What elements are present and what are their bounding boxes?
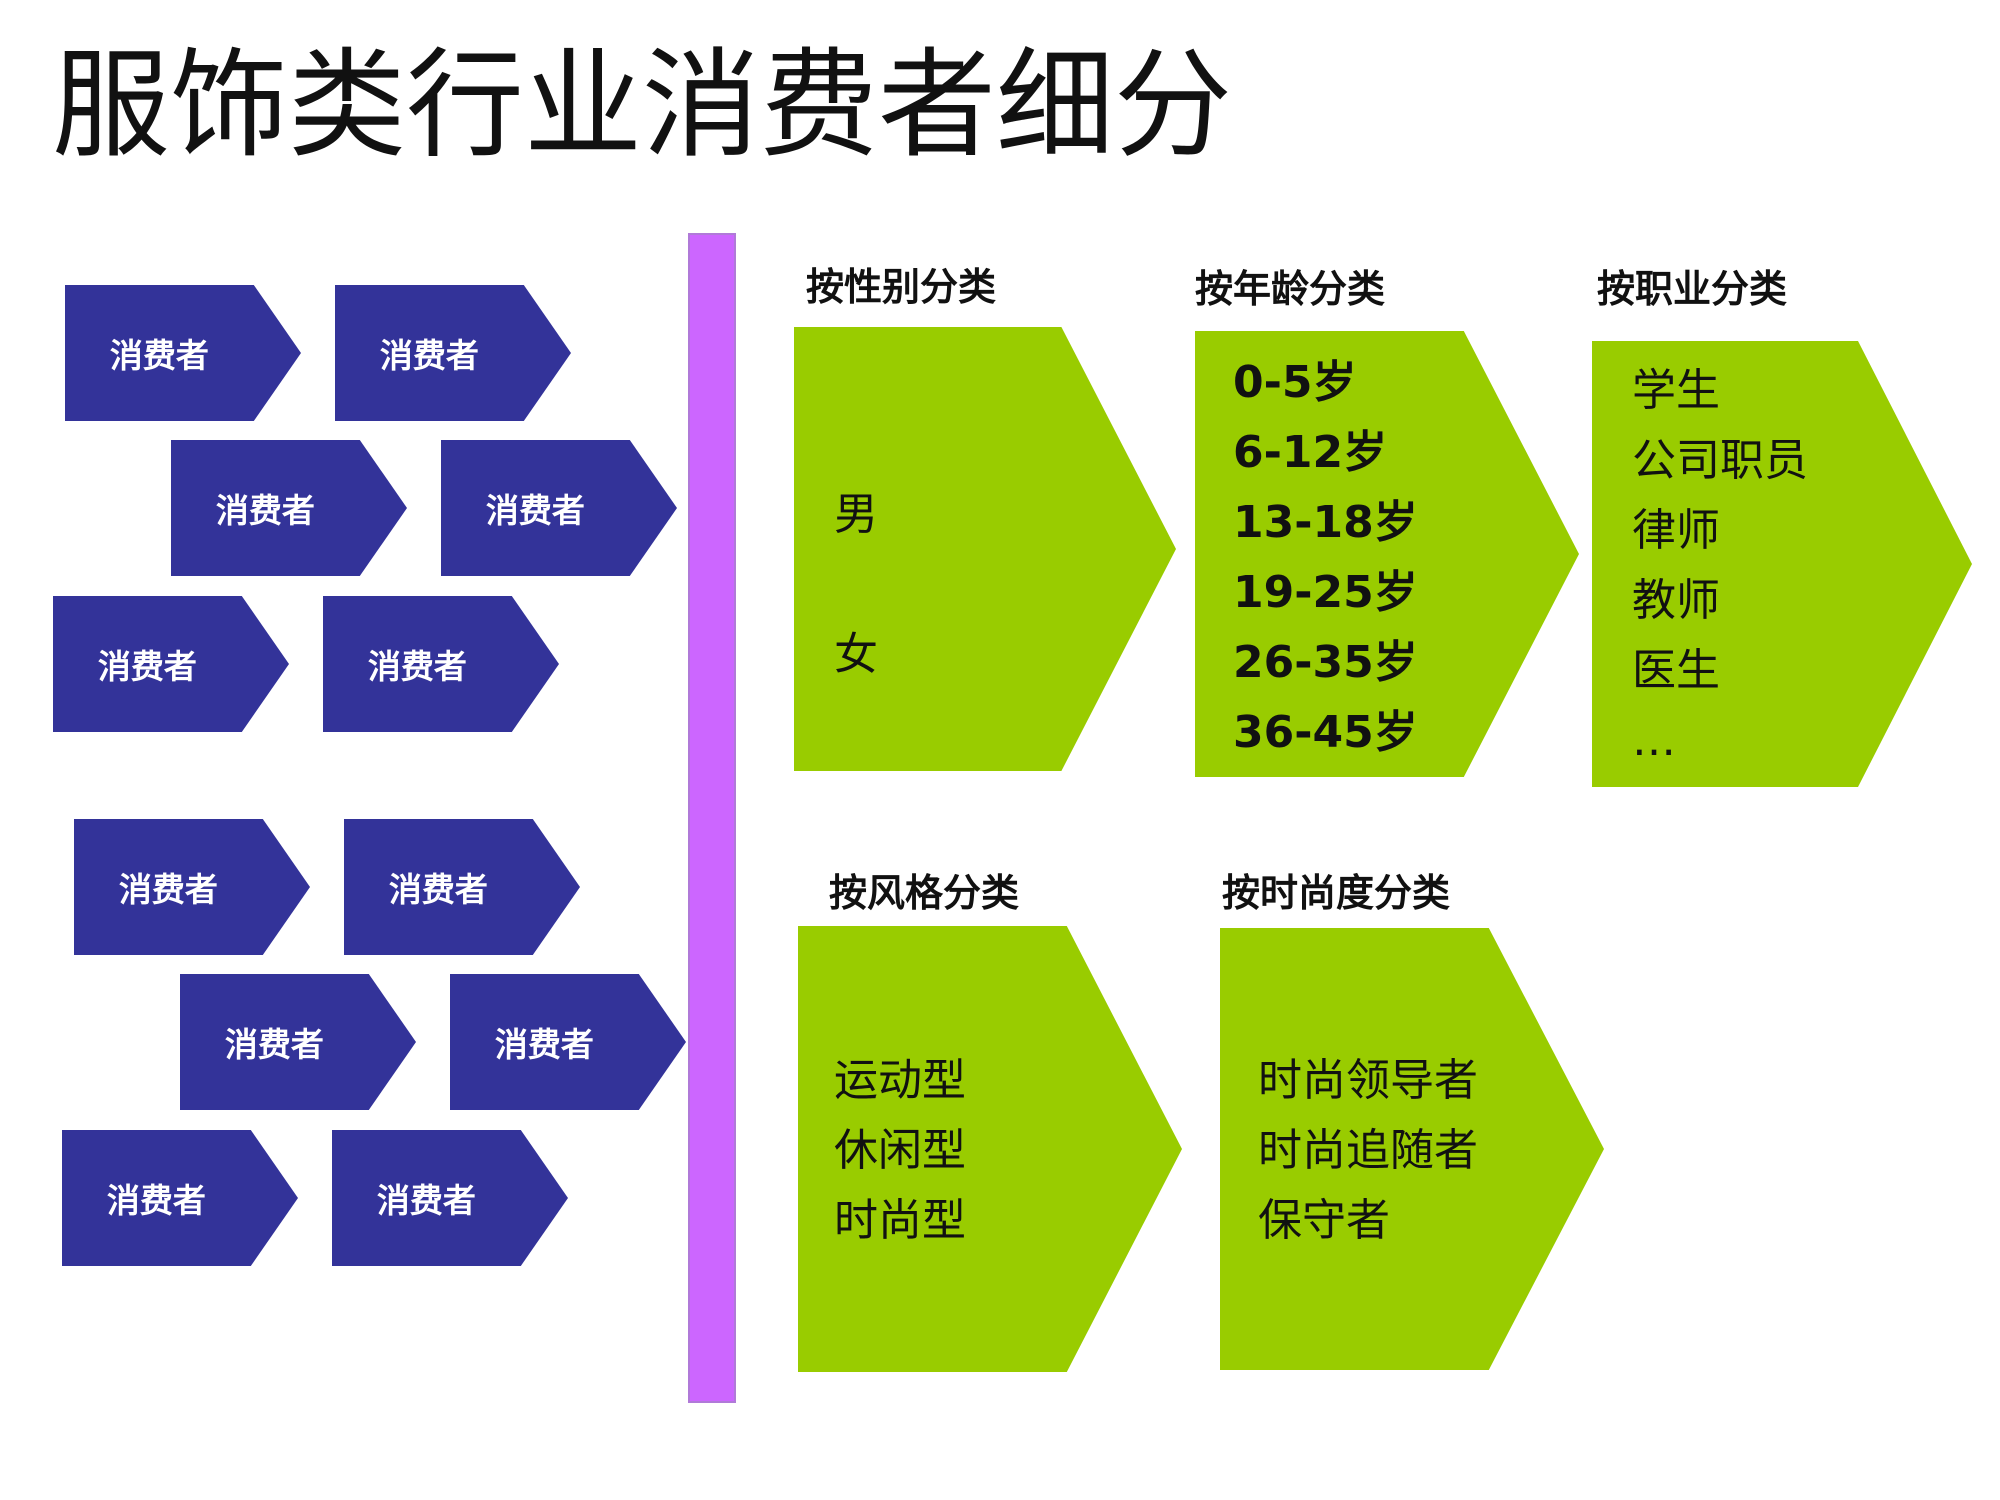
consumer-label: 消费者	[215, 491, 315, 530]
category-label-style: 按风格分类	[829, 871, 1020, 915]
list-item: 26-35岁	[1233, 637, 1418, 688]
list-item: 保守者	[1258, 1195, 1390, 1246]
list-item: 女	[834, 629, 878, 680]
consumer-arrow: 消费者	[53, 596, 289, 732]
list-item: 时尚领导者	[1258, 1055, 1478, 1106]
category-items-gender: 男 女	[834, 445, 878, 725]
category-items-occupation: 学生 公司职员 律师 教师 医生 …	[1632, 356, 1808, 776]
category-items-fashion: 时尚领导者 时尚追随者 保守者	[1258, 1046, 1478, 1256]
list-item: 运动型	[834, 1055, 966, 1106]
list-item: 时尚追随者	[1258, 1125, 1478, 1176]
consumer-label: 消费者	[97, 647, 197, 686]
list-item: 男	[834, 489, 878, 540]
consumer-arrow: 消费者	[450, 974, 686, 1110]
list-item: 13-18岁	[1233, 497, 1418, 548]
page-title: 服饰类行业消费者细分	[52, 36, 1233, 174]
list-item: 律师	[1632, 505, 1720, 556]
category-items-age: 0-5岁 6-12岁 13-18岁 19-25岁 26-35岁 36-45岁	[1233, 348, 1418, 768]
list-item: …	[1632, 715, 1676, 766]
consumer-arrow: 消费者	[323, 596, 559, 732]
list-item: 36-45岁	[1233, 707, 1418, 758]
consumer-arrow: 消费者	[441, 440, 677, 576]
consumer-label: 消费者	[388, 870, 488, 909]
category-items-style: 运动型 休闲型 时尚型	[834, 1046, 966, 1256]
consumer-arrow: 消费者	[332, 1130, 568, 1266]
consumer-arrow: 消费者	[180, 974, 416, 1110]
category-label-gender: 按性别分类	[806, 265, 997, 309]
consumer-label: 消费者	[367, 647, 467, 686]
divider-bar	[688, 233, 736, 1403]
consumer-arrow: 消费者	[344, 819, 580, 955]
list-item: 时尚型	[834, 1195, 966, 1246]
list-item: 休闲型	[834, 1125, 966, 1176]
list-item: 19-25岁	[1233, 567, 1418, 618]
consumer-label: 消费者	[106, 1181, 206, 1220]
consumer-arrow: 消费者	[335, 285, 571, 421]
category-label-age: 按年龄分类	[1195, 267, 1386, 311]
consumer-label: 消费者	[494, 1025, 594, 1064]
category-label-fashion: 按时尚度分类	[1222, 871, 1451, 915]
list-item: 0-5岁	[1233, 357, 1357, 408]
consumer-arrow: 消费者	[65, 285, 301, 421]
consumer-label: 消费者	[109, 336, 209, 375]
list-item: 6-12岁	[1233, 427, 1388, 478]
consumer-label: 消费者	[118, 870, 218, 909]
consumer-label: 消费者	[224, 1025, 324, 1064]
list-item: 学生	[1632, 365, 1720, 416]
list-item: 公司职员	[1632, 435, 1808, 486]
consumer-arrow: 消费者	[62, 1130, 298, 1266]
consumer-label: 消费者	[376, 1181, 476, 1220]
list-item: 医生	[1632, 645, 1720, 696]
list-item: 教师	[1632, 575, 1720, 626]
consumer-label: 消费者	[379, 336, 479, 375]
consumer-label: 消费者	[485, 491, 585, 530]
consumer-arrow: 消费者	[171, 440, 407, 576]
consumer-arrow: 消费者	[74, 819, 310, 955]
category-label-occupation: 按职业分类	[1597, 267, 1788, 311]
